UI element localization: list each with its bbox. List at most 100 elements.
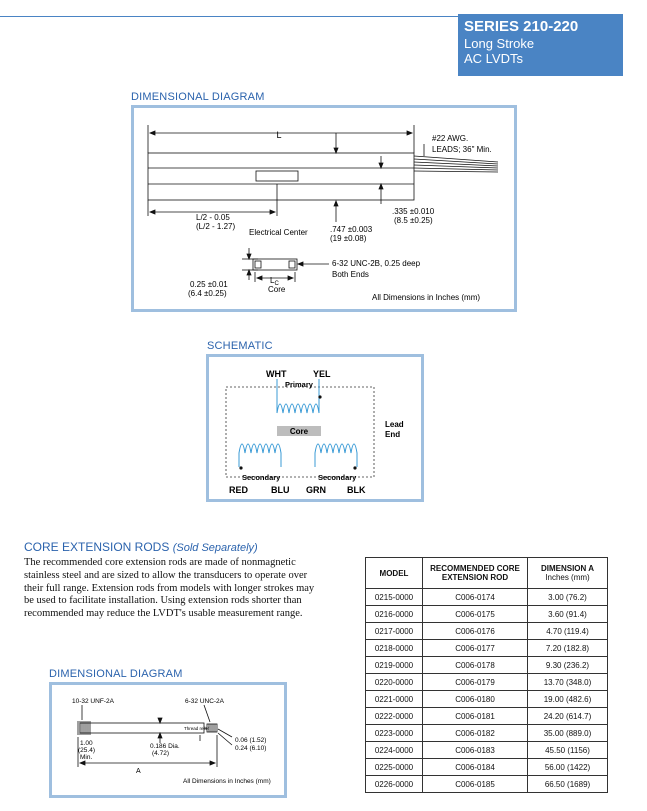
cell-dimension: 56.00 (1422)	[527, 758, 608, 776]
cell-rod: C006-0180	[422, 690, 528, 708]
blk-label: BLK	[347, 485, 366, 495]
lvdt-dimension-drawing: L #22 AWG. LEADS; 36" Min. L/2 - 0.05 (L…	[147, 125, 499, 302]
cell-rod: C006-0185	[422, 775, 528, 793]
rod-diagram-frame: 10-32 UNF-2A 6-32 UNC-2A Thread relief 1…	[49, 682, 287, 798]
secondary-left-label: Secondary	[242, 473, 281, 482]
schematic-title: SCHEMATIC	[207, 340, 273, 352]
end-label: End	[385, 430, 400, 439]
rod-dimension-drawing: 10-32 UNF-2A 6-32 UNC-2A Thread relief 1…	[72, 698, 271, 785]
core-extension-text: The recommended core extension rods are …	[24, 557, 315, 620]
thread-10-32-label: 10-32 UNF-2A	[72, 698, 115, 705]
min-label: Min.	[80, 754, 92, 761]
cell-model: 0222-0000	[365, 707, 423, 725]
cell-rod: C006-0178	[422, 656, 528, 674]
thread-label: 6-32 UNC-2B, 0.25 deep	[332, 259, 421, 268]
cell-model: 0223-0000	[365, 724, 423, 742]
cell-dimension: 4.70 (119.4)	[527, 622, 608, 640]
grn-label: GRN	[306, 485, 326, 495]
cell-rod: C006-0175	[422, 605, 528, 623]
cell-rod: C006-0182	[422, 724, 528, 742]
dim-A-label: A	[136, 768, 141, 775]
core-label: Core	[290, 427, 309, 436]
core-extension-heading: CORE EXTENSION RODS (Sold Separately)	[24, 540, 258, 554]
core-length-label: LC	[270, 276, 279, 287]
red-label: RED	[229, 485, 249, 495]
dim-100-label: 1.00	[80, 740, 93, 747]
core-extension-title: CORE EXTENSION RODS	[24, 540, 170, 554]
cell-dimension: 7.20 (182.8)	[527, 639, 608, 657]
dim-diagram-title: DIMENSIONAL DIAGRAM	[131, 91, 265, 103]
primary-label: Primary	[285, 380, 314, 389]
dim-335-label: .335 ±0.010	[392, 207, 435, 216]
leads-label: LEADS; 36" Min.	[432, 145, 492, 154]
thread-relief-label: Thread relief	[184, 726, 210, 731]
dim-025-label: 0.25 ±0.01	[190, 280, 228, 289]
core-label: Core	[268, 285, 286, 294]
cell-model: 0217-0000	[365, 622, 423, 640]
cell-dimension: 24.20 (614.7)	[527, 707, 608, 725]
cell-model: 0226-0000	[365, 775, 423, 793]
thread-6-32-label: 6-32 UNC-2A	[185, 698, 225, 705]
schematic-frame: WHT YEL Primary Core Lead End Secondary …	[206, 354, 424, 502]
rod-units-label: All Dimensions in Inches (mm)	[183, 778, 271, 785]
cell-rod: C006-0181	[422, 707, 528, 725]
dim-24-label: 0.24 (6.10)	[235, 745, 266, 752]
cell-dimension: 66.50 (1689)	[527, 775, 608, 793]
series-subtitle-2: AC LVDTs	[464, 51, 523, 66]
dim-06-label: 0.06 (1.52)	[235, 737, 266, 744]
sold-separately-note: (Sold Separately)	[172, 542, 258, 554]
cell-model: 0221-0000	[365, 690, 423, 708]
cell-model: 0215-0000	[365, 588, 423, 606]
both-ends-label: Both Ends	[332, 270, 369, 279]
cell-model: 0225-0000	[365, 758, 423, 776]
blu-label: BLU	[271, 485, 290, 495]
series-subtitle-1: Long Stroke	[464, 36, 535, 51]
secondary-right-label: Secondary	[318, 473, 357, 482]
cell-dimension: 19.00 (482.6)	[527, 690, 608, 708]
dim-335-mm-label: (8.5 ±0.25)	[394, 216, 433, 225]
dim-L-label: L	[276, 130, 281, 140]
series-title: SERIES 210-220	[464, 18, 579, 35]
dim-100-mm-label: (25.4)	[78, 747, 95, 754]
units-label: All Dimensions in Inches (mm)	[372, 293, 480, 302]
rod-diagram-title: DIMENSIONAL DIAGRAM	[49, 668, 183, 680]
header-model: MODEL	[365, 557, 423, 589]
wht-label: WHT	[266, 369, 287, 379]
cell-rod: C006-0183	[422, 741, 528, 759]
cell-model: 0220-0000	[365, 673, 423, 691]
schematic-drawing: WHT YEL Primary Core Lead End Secondary …	[225, 369, 404, 495]
dim-186-label: 0.186 Dia.	[150, 743, 180, 750]
cell-rod: C006-0184	[422, 758, 528, 776]
yel-label: YEL	[313, 369, 331, 379]
cell-model: 0218-0000	[365, 639, 423, 657]
cell-model: 0216-0000	[365, 605, 423, 623]
cell-dimension: 45.50 (1156)	[527, 741, 608, 759]
cell-rod: C006-0179	[422, 673, 528, 691]
cell-dimension: 3.00 (76.2)	[527, 588, 608, 606]
cell-dimension: 9.30 (236.2)	[527, 656, 608, 674]
series-header: SERIES 210-220 Long Stroke AC LVDTs	[458, 14, 623, 76]
cell-rod: C006-0177	[422, 639, 528, 657]
cell-model: 0224-0000	[365, 741, 423, 759]
awg-label: #22 AWG.	[432, 134, 468, 143]
diameter-747-mm-label: (19 ±0.08)	[330, 234, 367, 243]
lead-label: Lead	[385, 420, 404, 429]
cell-dimension: 35.00 (889.0)	[527, 724, 608, 742]
dim-025-mm-label: (6.4 ±0.25)	[188, 289, 227, 298]
electrical-center-label: Electrical Center	[249, 228, 308, 237]
dim-186-mm-label: (4.72)	[152, 750, 169, 757]
